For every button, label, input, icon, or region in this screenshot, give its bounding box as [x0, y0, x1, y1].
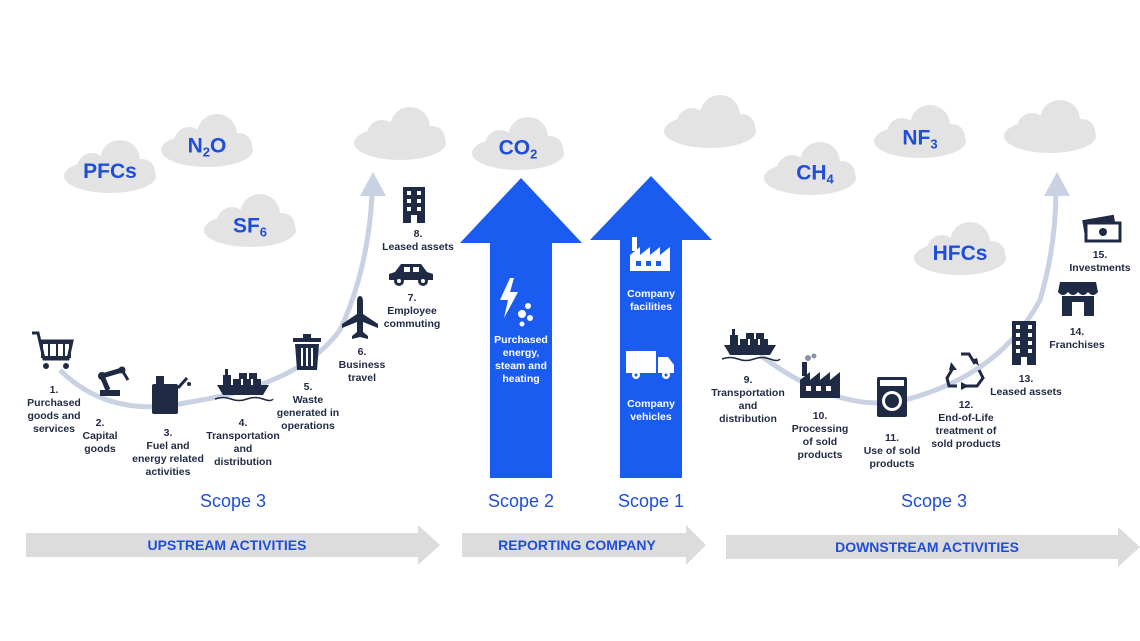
gas-label-hfcs: HFCs: [932, 242, 988, 265]
scope2-arrow: [460, 178, 582, 478]
upstream-curve-arrowhead: [360, 172, 386, 196]
activity-label-14: 14. Franchises: [1049, 326, 1105, 351]
activity-label-13: 13. Leased assets: [990, 373, 1062, 398]
car-icon: [389, 264, 433, 286]
scope2-label: Scope 2: [487, 491, 555, 511]
scope3-downstream-label: Scope 3: [900, 491, 968, 511]
gas-label-n2o: N2O: [187, 134, 227, 160]
scope1-arrow: [590, 176, 712, 478]
airplane-icon: [342, 296, 378, 339]
scope3-upstream-label: Scope 3: [199, 491, 267, 511]
office-building-icon: [1012, 321, 1036, 365]
gas-label-co2: CO2: [498, 136, 538, 162]
factory-icon: [630, 237, 670, 271]
lightning-icon: [500, 278, 533, 327]
gas-label-ch4: CH4: [796, 161, 834, 187]
gas-label-nf3: NF3: [902, 126, 938, 152]
cloud-upper-right: [1004, 100, 1096, 153]
cargo-ship-icon: [721, 329, 781, 362]
activity-label-8: 8. Leased assets: [382, 228, 454, 253]
gas-label-pfcs: PFCs: [83, 160, 137, 183]
robotic-arm-icon: [98, 366, 130, 396]
shopping-cart-icon: [32, 331, 74, 369]
factory-icon: [800, 353, 840, 398]
downstream-activities-label: DOWNSTREAM ACTIVITIES: [835, 539, 1019, 555]
cloud-middle: [664, 95, 756, 148]
office-building-icon: [403, 187, 425, 223]
upstream-curve: [58, 194, 375, 410]
reporting-company-label: REPORTING COMPANY: [498, 537, 656, 553]
downstream-band: [726, 527, 1140, 567]
banknotes-icon: [1082, 214, 1122, 243]
upstream-band: [26, 525, 440, 565]
truck-icon: [626, 351, 674, 379]
upstream-activities-label: UPSTREAM ACTIVITIES: [147, 537, 307, 553]
recycle-icon: [945, 352, 985, 390]
washing-machine-icon: [877, 377, 907, 417]
gas-label-sf6: SF6: [232, 214, 268, 240]
cargo-ship-icon: [214, 369, 274, 402]
fuel-can-icon: [152, 376, 191, 414]
storefront-icon: [1058, 282, 1098, 316]
reporting-band: [462, 525, 706, 565]
activity-label-15: 15. Investments: [1069, 249, 1131, 274]
downstream-curve-arrowhead: [1044, 172, 1070, 196]
cloud-upper-left: [354, 107, 446, 160]
trash-bin-icon: [293, 334, 321, 370]
scope1-label: Scope 1: [617, 491, 685, 511]
